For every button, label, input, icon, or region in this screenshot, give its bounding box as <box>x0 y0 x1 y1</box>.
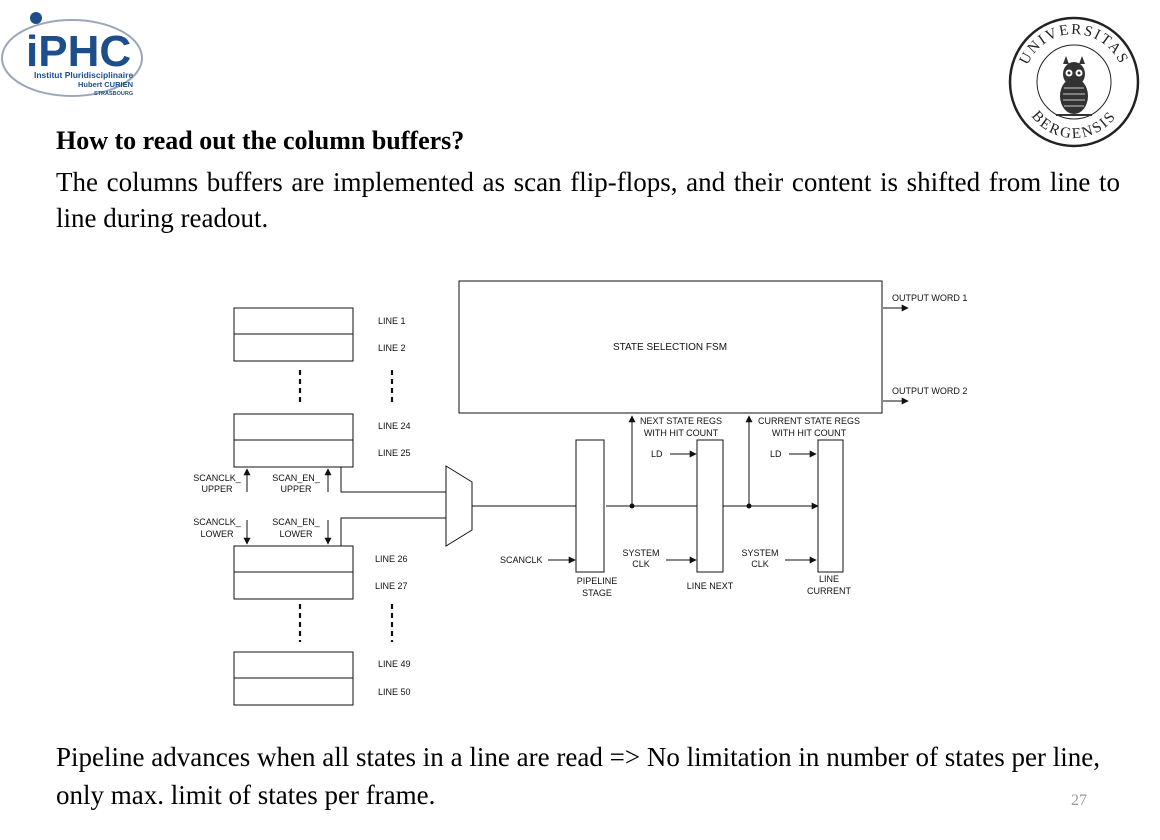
slide-title: How to read out the column buffers? <box>56 126 465 155</box>
multiplexer <box>445 465 473 547</box>
label-line-current-2: CURRENT <box>807 586 852 596</box>
label-fsm: STATE SELECTION FSM <box>613 342 727 353</box>
iphc-logo: iPHC Institut Pluridisciplinaire Hubert … <box>1 12 143 97</box>
label-system-current: SYSTEM <box>741 548 778 558</box>
iphc-line3: STRASBOURG <box>94 91 133 97</box>
label-current-state-1: CURRENT STATE REGS <box>758 416 860 426</box>
label-line-26: LINE 26 <box>375 554 408 564</box>
label-line-49: LINE 49 <box>378 659 411 669</box>
label-scan-en-lower-2: LOWER <box>279 529 313 539</box>
label-scan-en-upper-1: SCAN_EN_ <box>272 473 321 483</box>
label-line-current-1: LINE <box>819 574 839 584</box>
label-output-word-1: OUTPUT WORD 1 <box>892 293 967 303</box>
label-line-25: LINE 25 <box>378 448 411 458</box>
label-current-state-2: WITH HIT COUNT <box>772 428 847 438</box>
line-next-register <box>696 439 724 573</box>
slide-body-conclusion: Pipeline advances when all states in a l… <box>56 742 1100 810</box>
label-scanclk: SCANCLK <box>500 555 543 565</box>
iphc-line2: Hubert CURIEN <box>78 80 133 89</box>
label-output-word-2: OUTPUT WORD 2 <box>892 386 967 396</box>
state-selection-fsm <box>458 280 883 414</box>
label-scanclk-lower-2: LOWER <box>200 529 234 539</box>
label-line-50: LINE 50 <box>378 687 411 697</box>
label-next-state-2: WITH HIT COUNT <box>644 428 719 438</box>
universitas-bergensis-seal: UNIVERSITAS BERGENSIS <box>1008 16 1140 148</box>
label-scanclk-upper-2: UPPER <box>201 484 233 494</box>
label-next-state-1: NEXT STATE REGS <box>640 416 722 426</box>
label-clk-current: CLK <box>751 559 769 569</box>
page-number: 27 <box>1071 792 1087 809</box>
label-line-27: LINE 27 <box>375 581 408 591</box>
owl-icon <box>1060 56 1088 114</box>
label-clk-next: CLK <box>632 559 650 569</box>
slide-body-intro: The columns buffers are implemented as s… <box>56 167 1120 233</box>
iphc-acronym: iPHC <box>26 27 131 76</box>
label-scan-en-lower-1: SCAN_EN_ <box>272 517 321 527</box>
iphc-line1: Institut Pluridisciplinaire <box>34 70 133 80</box>
label-ld-next: LD <box>651 449 663 459</box>
label-ld-current: LD <box>770 449 782 459</box>
label-scanclk-lower-1: SCANCLK_ <box>193 517 242 527</box>
label-pipeline: PIPELINE <box>577 576 618 586</box>
pipeline-stage-register <box>575 439 605 573</box>
label-scan-en-upper-2: UPPER <box>280 484 312 494</box>
label-scanclk-upper-1: SCANCLK_ <box>193 473 242 483</box>
label-line-2: LINE 2 <box>378 343 406 353</box>
label-system-next: SYSTEM <box>622 548 659 558</box>
label-line-1: LINE 1 <box>378 316 406 326</box>
label-line-24: LINE 24 <box>378 421 411 431</box>
line-current-register <box>817 439 844 573</box>
label-line-next: LINE NEXT <box>687 581 734 591</box>
label-stage: STAGE <box>582 588 612 598</box>
